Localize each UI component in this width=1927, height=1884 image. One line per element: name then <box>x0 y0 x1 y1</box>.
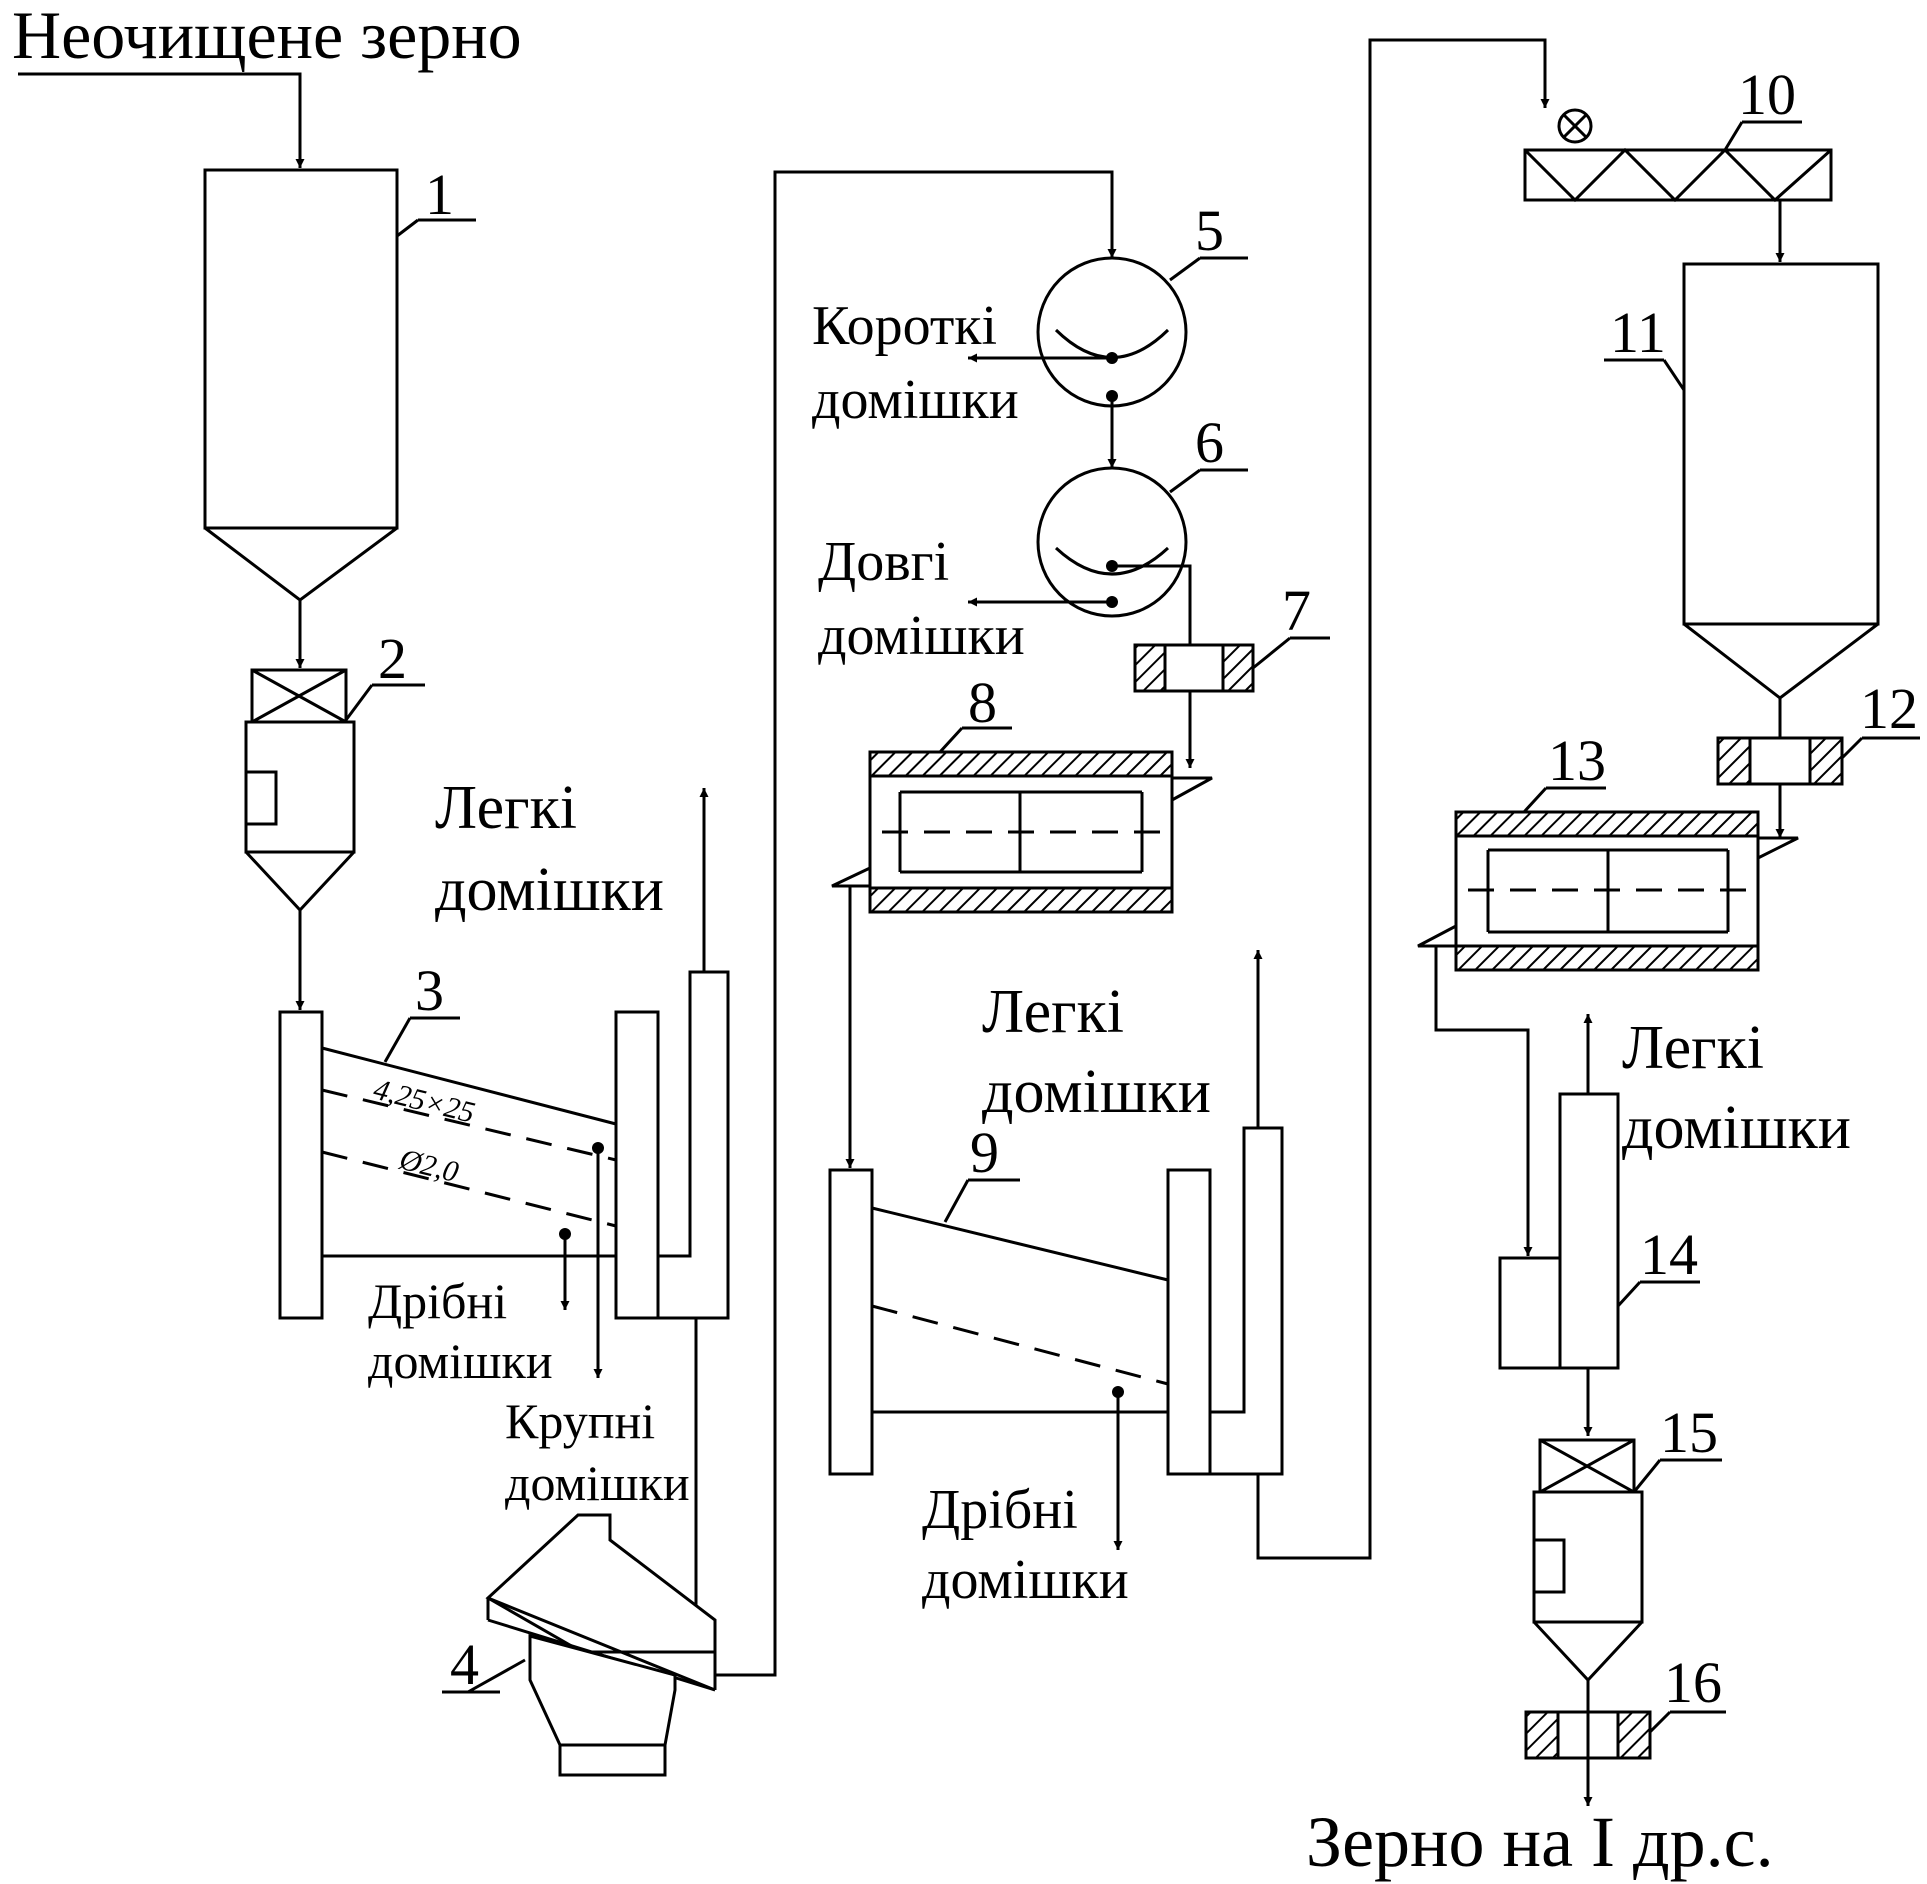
label-num-15: 15 <box>1660 1400 1718 1465</box>
label-num-5: 5 <box>1195 198 1224 263</box>
label-num-9: 9 <box>970 1120 999 1185</box>
trieur-6: 6 <box>1036 410 1248 618</box>
scourer-8: 8 <box>831 670 1213 914</box>
label-num-16: 16 <box>1664 1650 1722 1715</box>
label-num-13: 13 <box>1548 728 1606 793</box>
label-num-8: 8 <box>968 670 997 735</box>
label-num-11: 11 <box>1610 300 1666 365</box>
fine-label-1a: Дрібні <box>368 1273 507 1329</box>
flow-9-10 <box>1256 38 1550 1560</box>
silo-1: 1 <box>203 162 476 602</box>
label-num-1: 1 <box>425 162 454 227</box>
light-label-3b: домішки <box>1622 1094 1851 1162</box>
aspirator-14: 14 <box>1498 1092 1700 1370</box>
label-num-12: 12 <box>1860 676 1918 741</box>
output-label: Зерно на I др.с. <box>1306 1802 1774 1882</box>
long-label-a: Довгі <box>818 531 949 593</box>
magnet-7: 7 <box>1133 578 1330 693</box>
coarse-label-b: домішки <box>505 1455 690 1511</box>
light-label-2b: домішки <box>982 1058 1211 1126</box>
light-label-1a: Легкі <box>435 774 577 842</box>
coarse-label-a: Крупні <box>505 1393 655 1449</box>
separator-3: 3 4,25×25 Ø2,0 <box>278 958 730 1320</box>
label-num-4: 4 <box>450 1632 479 1697</box>
flow-13-14 <box>1434 946 1533 1256</box>
flow-4-5 <box>715 170 1117 1677</box>
magnet-12: 12 <box>1716 676 1920 786</box>
input-flow-line <box>18 72 305 168</box>
trieur-5: 5 <box>1036 198 1248 408</box>
light-label-2a: Легкі <box>982 978 1124 1046</box>
separator-9: 9 <box>828 1120 1284 1476</box>
scale-2: 2 <box>244 626 425 913</box>
magnet-16: 16 <box>1524 1650 1726 1760</box>
label-num-3: 3 <box>415 958 444 1023</box>
flow-6-8 <box>1112 564 1195 768</box>
light-label-1b: домішки <box>435 856 664 924</box>
stone-separator-4: 4 <box>442 1513 717 1777</box>
light-label-3a: Легкі <box>1622 1014 1764 1082</box>
fine-label-1b: домішки <box>368 1333 553 1389</box>
silo-11: 11 <box>1604 262 1880 700</box>
label-num-7: 7 <box>1282 578 1311 643</box>
scale-15: 15 <box>1532 1400 1722 1683</box>
label-num-6: 6 <box>1195 410 1224 475</box>
label-num-2: 2 <box>378 626 407 691</box>
fine-label-2b: домішки <box>922 1549 1129 1611</box>
fine-label-2a: Дрібні <box>922 1479 1078 1541</box>
sieve-upper-size: 4,25×25 <box>370 1073 478 1130</box>
short-label-b: домішки <box>812 369 1019 431</box>
input-label: Неочищене зерно <box>12 0 522 73</box>
label-num-14: 14 <box>1640 1222 1698 1287</box>
short-label-a: Короткі <box>812 295 997 357</box>
screw-conveyor-10: 10 <box>1523 62 1833 203</box>
label-num-10: 10 <box>1738 62 1796 127</box>
long-label-b: домішки <box>818 605 1025 667</box>
scourer-13: 13 <box>1417 728 1799 972</box>
sieve-lower-size: Ø2,0 <box>395 1143 461 1190</box>
